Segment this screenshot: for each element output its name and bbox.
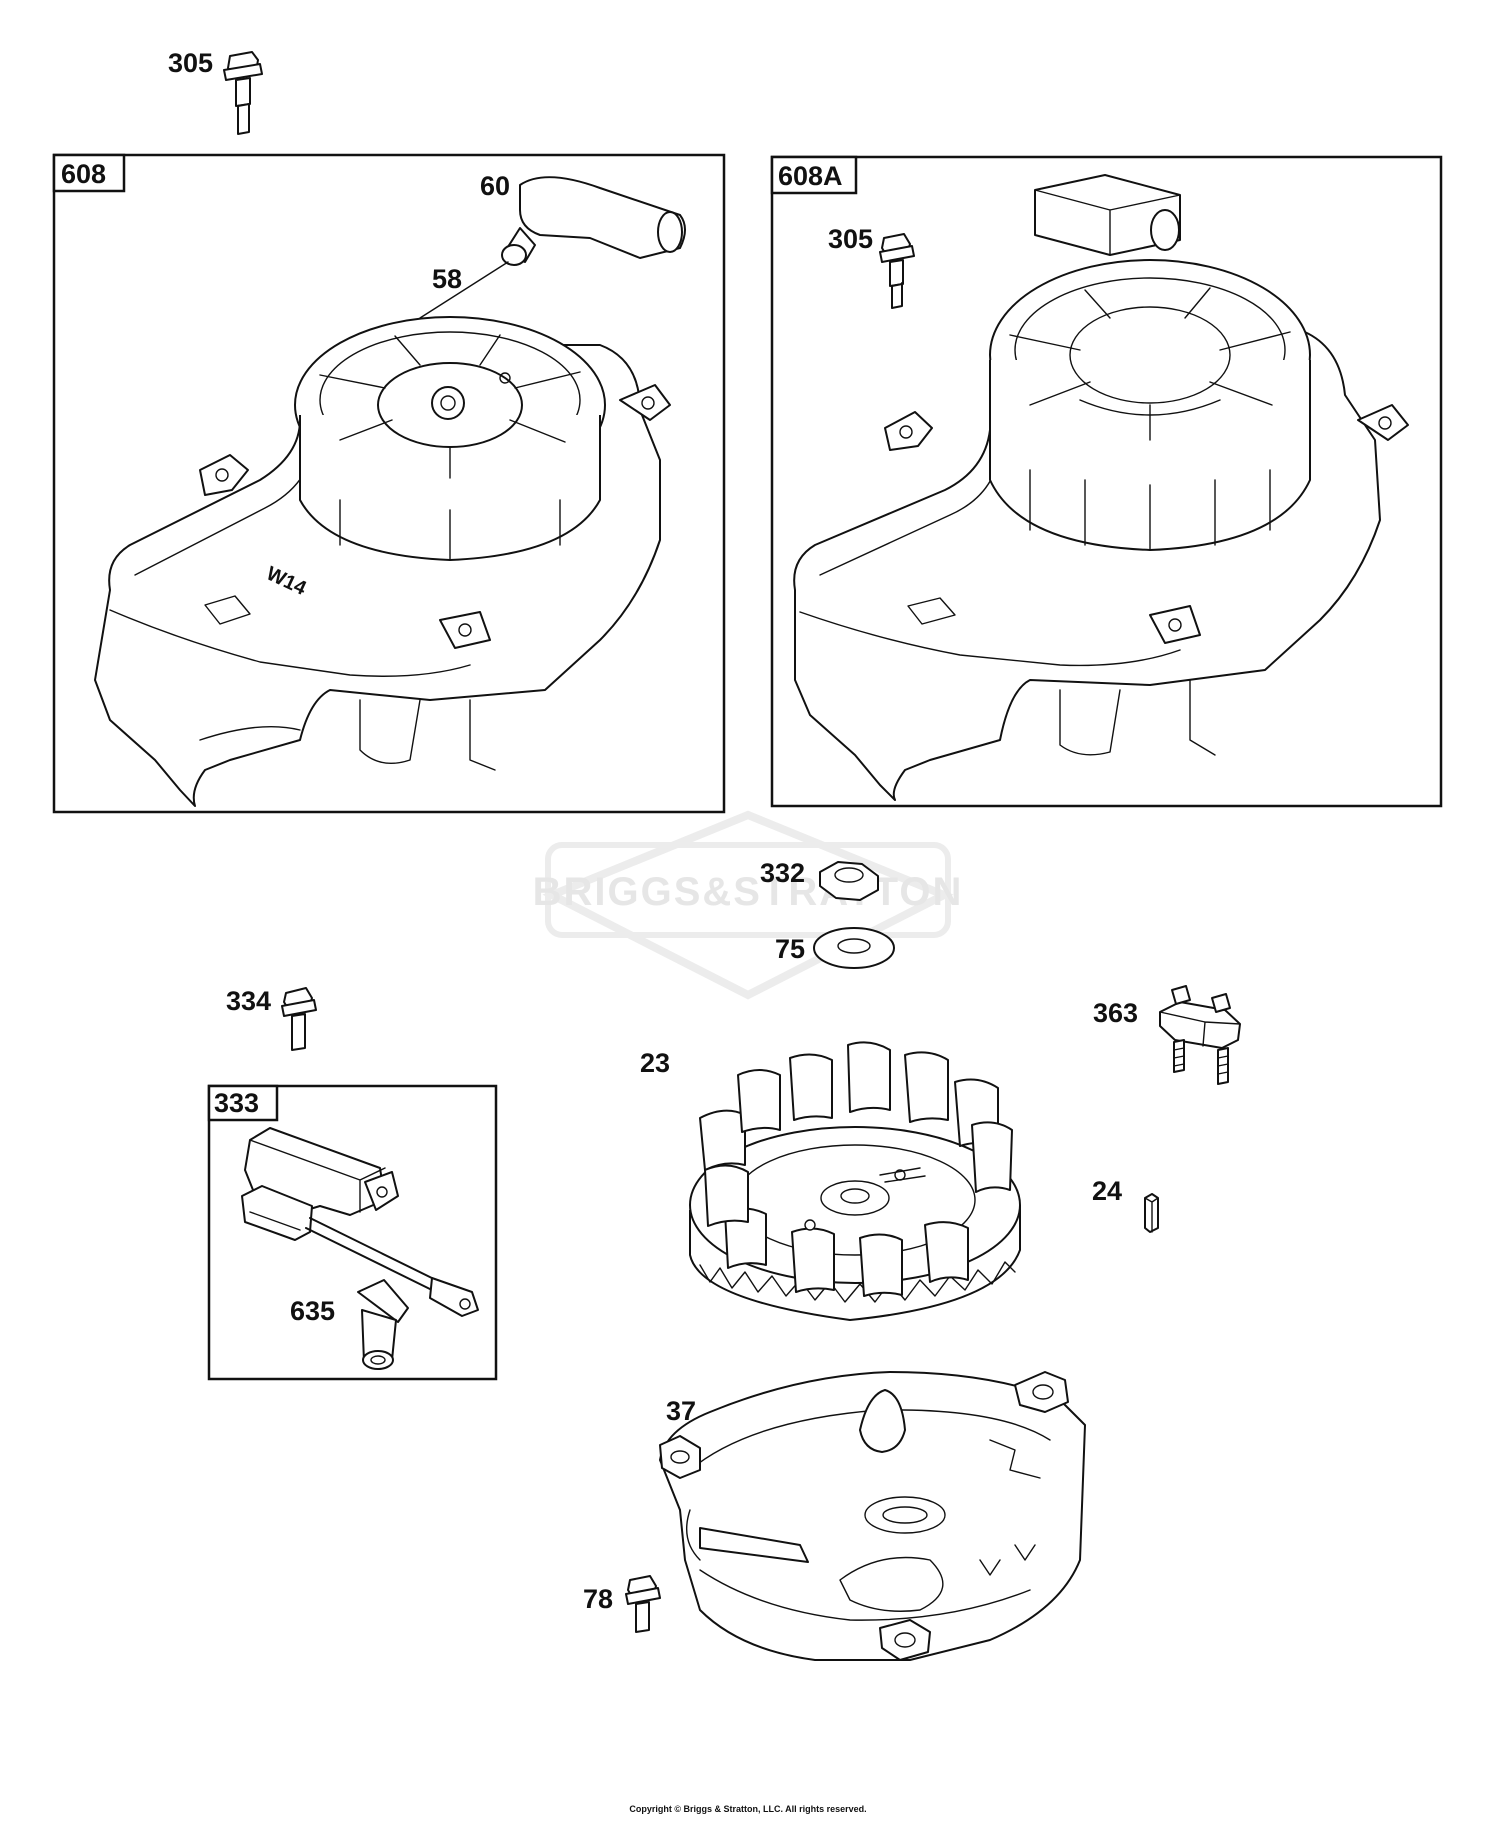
box-333 (207, 1084, 498, 1381)
bolt-305-box[interactable] (879, 233, 915, 309)
flywheel-23[interactable] (689, 1041, 1021, 1321)
washer-75[interactable] (813, 927, 895, 969)
label-78: 78 (583, 1584, 613, 1614)
box-608-tag (52, 153, 126, 193)
label-58: 58 (432, 264, 462, 294)
box-608a-label: 608A (778, 161, 843, 191)
bolt-334[interactable] (281, 987, 317, 1051)
box-333-label: 333 (214, 1088, 259, 1118)
box-608-label: 608 (61, 159, 106, 189)
ground-terminal-363[interactable] (1159, 985, 1241, 1085)
copyright-notice: Copyright © Briggs & Stratton, LLC. All … (629, 1804, 866, 1814)
ignition-armature-333[interactable] (241, 1127, 479, 1317)
label-305-box: 305 (828, 224, 873, 254)
bolt-305-top[interactable] (223, 51, 263, 135)
backing-plate-37[interactable] (659, 1371, 1086, 1661)
label-60: 60 (480, 171, 510, 201)
spark-plug-boot-635[interactable] (357, 1279, 409, 1370)
hex-nut-332[interactable] (819, 861, 879, 901)
label-635: 635 (290, 1296, 335, 1326)
bolt-78[interactable] (625, 1575, 661, 1633)
watermark-logo: BRIGGS&STRATTON (533, 810, 964, 1000)
label-75: 75 (775, 934, 805, 964)
label-363: 363 (1093, 998, 1138, 1028)
label-23: 23 (640, 1048, 670, 1078)
watermark-text: BRIGGS&STRATTON (533, 870, 964, 914)
flywheel-key-24[interactable] (1144, 1193, 1159, 1233)
label-334: 334 (226, 986, 271, 1016)
box-608a-tag (770, 155, 858, 195)
starter-handle-60[interactable] (501, 176, 686, 266)
starter-rope-58[interactable] (419, 261, 509, 319)
label-332: 332 (760, 858, 805, 888)
starter-cup-608[interactable] (294, 316, 606, 561)
starter-cup-608a[interactable] (989, 259, 1311, 551)
label-24: 24 (1092, 1176, 1122, 1206)
box-333-tag (207, 1084, 279, 1122)
label-37: 37 (666, 1396, 696, 1426)
label-305-top: 305 (168, 48, 213, 78)
box-608a (770, 155, 1443, 808)
box-608 (52, 153, 726, 814)
starter-handle-608a[interactable] (1034, 174, 1181, 256)
